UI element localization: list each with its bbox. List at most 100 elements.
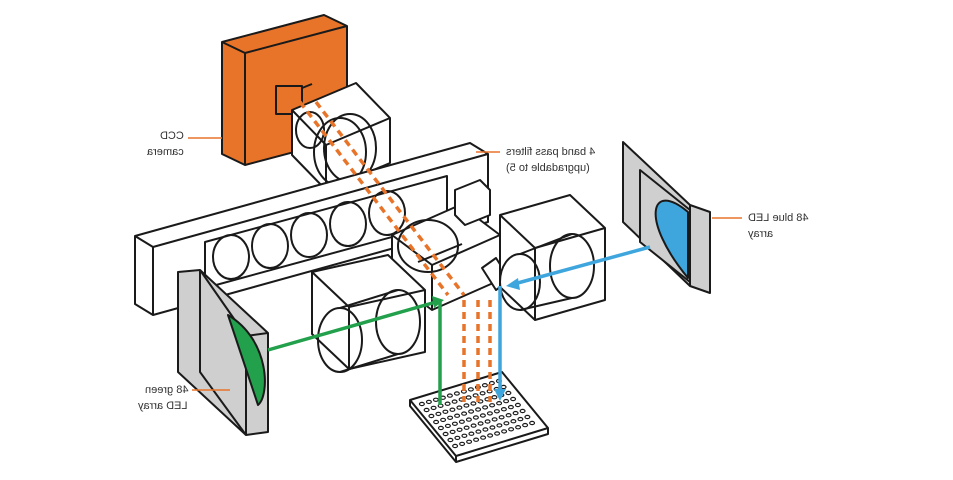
plate-well <box>510 396 517 402</box>
plate-well <box>472 393 479 398</box>
plate-well <box>514 402 521 408</box>
plate-well <box>463 403 470 408</box>
plate-well <box>456 405 463 410</box>
green-label-line1: 48 green <box>144 384 188 396</box>
filters-label-line2: (upgradable to 5) <box>506 162 590 174</box>
plate-well <box>480 435 487 440</box>
blue-light-path <box>494 245 651 401</box>
ccd-label-line2: camera <box>147 146 184 158</box>
plate-well <box>507 404 514 410</box>
plate-well <box>522 422 529 428</box>
plate-well <box>451 421 458 426</box>
plate-well <box>479 391 486 396</box>
plate-well <box>463 425 470 430</box>
blue-label-line2: array <box>748 228 774 240</box>
plate-well <box>510 419 517 424</box>
plate-well <box>494 431 501 436</box>
plate-well <box>498 415 505 420</box>
plate-well <box>529 420 536 426</box>
plate-well <box>496 401 503 406</box>
plate-well <box>503 421 510 426</box>
plate-well <box>437 425 444 431</box>
plate-well <box>456 427 463 432</box>
plate-well <box>444 401 451 406</box>
plate-well <box>491 417 498 422</box>
plate-well <box>505 390 512 396</box>
filter-light-path <box>298 100 492 402</box>
plate-well <box>517 416 524 422</box>
plate-well <box>428 413 435 419</box>
ccd-label-line1: CCD <box>160 130 184 142</box>
plate-well <box>447 415 454 420</box>
green-light-path <box>267 296 444 405</box>
plate-well <box>481 383 488 388</box>
blue-led-array <box>622 141 711 294</box>
ccd-camera-label: CCD camera <box>132 128 184 160</box>
plate-well <box>461 411 468 416</box>
plate-well <box>458 419 465 424</box>
plate-well <box>515 425 522 430</box>
plate-well <box>491 395 498 400</box>
plate-well <box>418 401 425 407</box>
plate-well <box>467 387 474 392</box>
plate-well <box>433 419 440 425</box>
plate-well <box>425 399 432 405</box>
plate-well <box>470 401 477 406</box>
plate-well <box>470 423 477 428</box>
plate-well <box>488 380 495 386</box>
green-led-array-label: 48 green LED array <box>128 382 188 414</box>
plate-well <box>435 411 442 417</box>
band-pass-filters-label: 4 band pass filters (upgradable to 5) <box>506 144 595 176</box>
filter-slider <box>134 142 489 316</box>
filters-label-line1: 4 band pass filters <box>506 146 596 158</box>
plate-well <box>505 413 512 418</box>
sample-plate <box>409 371 549 463</box>
plate-well <box>508 427 515 432</box>
plate-well <box>479 413 486 418</box>
plate-well <box>454 435 461 441</box>
blue-led-array-label: 48 blue LED array <box>748 210 809 242</box>
plate-well <box>440 417 447 423</box>
green-label-line2: LED array <box>138 400 188 412</box>
green-led-array <box>177 269 269 436</box>
plate-well <box>444 423 451 429</box>
plate-well <box>500 407 507 412</box>
plate-well <box>459 441 466 447</box>
plate-well <box>447 437 454 443</box>
plate-well <box>489 403 496 408</box>
plate-well <box>519 408 526 414</box>
plate-well <box>473 437 480 442</box>
plate-well <box>430 405 437 411</box>
plate-well <box>475 429 482 434</box>
plate-well <box>489 425 496 430</box>
plate-well <box>453 391 460 396</box>
blue-lens-housing <box>499 194 606 321</box>
plate-well <box>524 414 531 420</box>
plate-well <box>449 429 456 435</box>
green-lens-housing <box>311 254 426 373</box>
plate-well <box>466 439 473 444</box>
plate-well <box>493 409 500 414</box>
blue-label-line1: 48 blue LED <box>748 212 809 224</box>
plate-well <box>451 399 458 404</box>
plate-well <box>449 407 456 412</box>
plate-well <box>461 433 468 438</box>
plate-well <box>484 419 491 424</box>
plate-well <box>472 415 479 420</box>
plate-well <box>512 410 519 416</box>
plate-well <box>486 411 493 416</box>
plate-well <box>468 409 475 414</box>
plate-well <box>465 395 472 400</box>
plate-well <box>446 393 453 398</box>
plate-well <box>442 431 449 437</box>
plate-well <box>468 431 475 436</box>
plate-well <box>454 413 461 418</box>
plate-well <box>477 421 484 426</box>
plate-well <box>465 417 472 422</box>
plate-well <box>496 423 503 428</box>
plate-well <box>482 405 489 410</box>
plate-well <box>442 409 449 414</box>
plate-well <box>482 427 489 432</box>
plate-well <box>475 407 482 412</box>
